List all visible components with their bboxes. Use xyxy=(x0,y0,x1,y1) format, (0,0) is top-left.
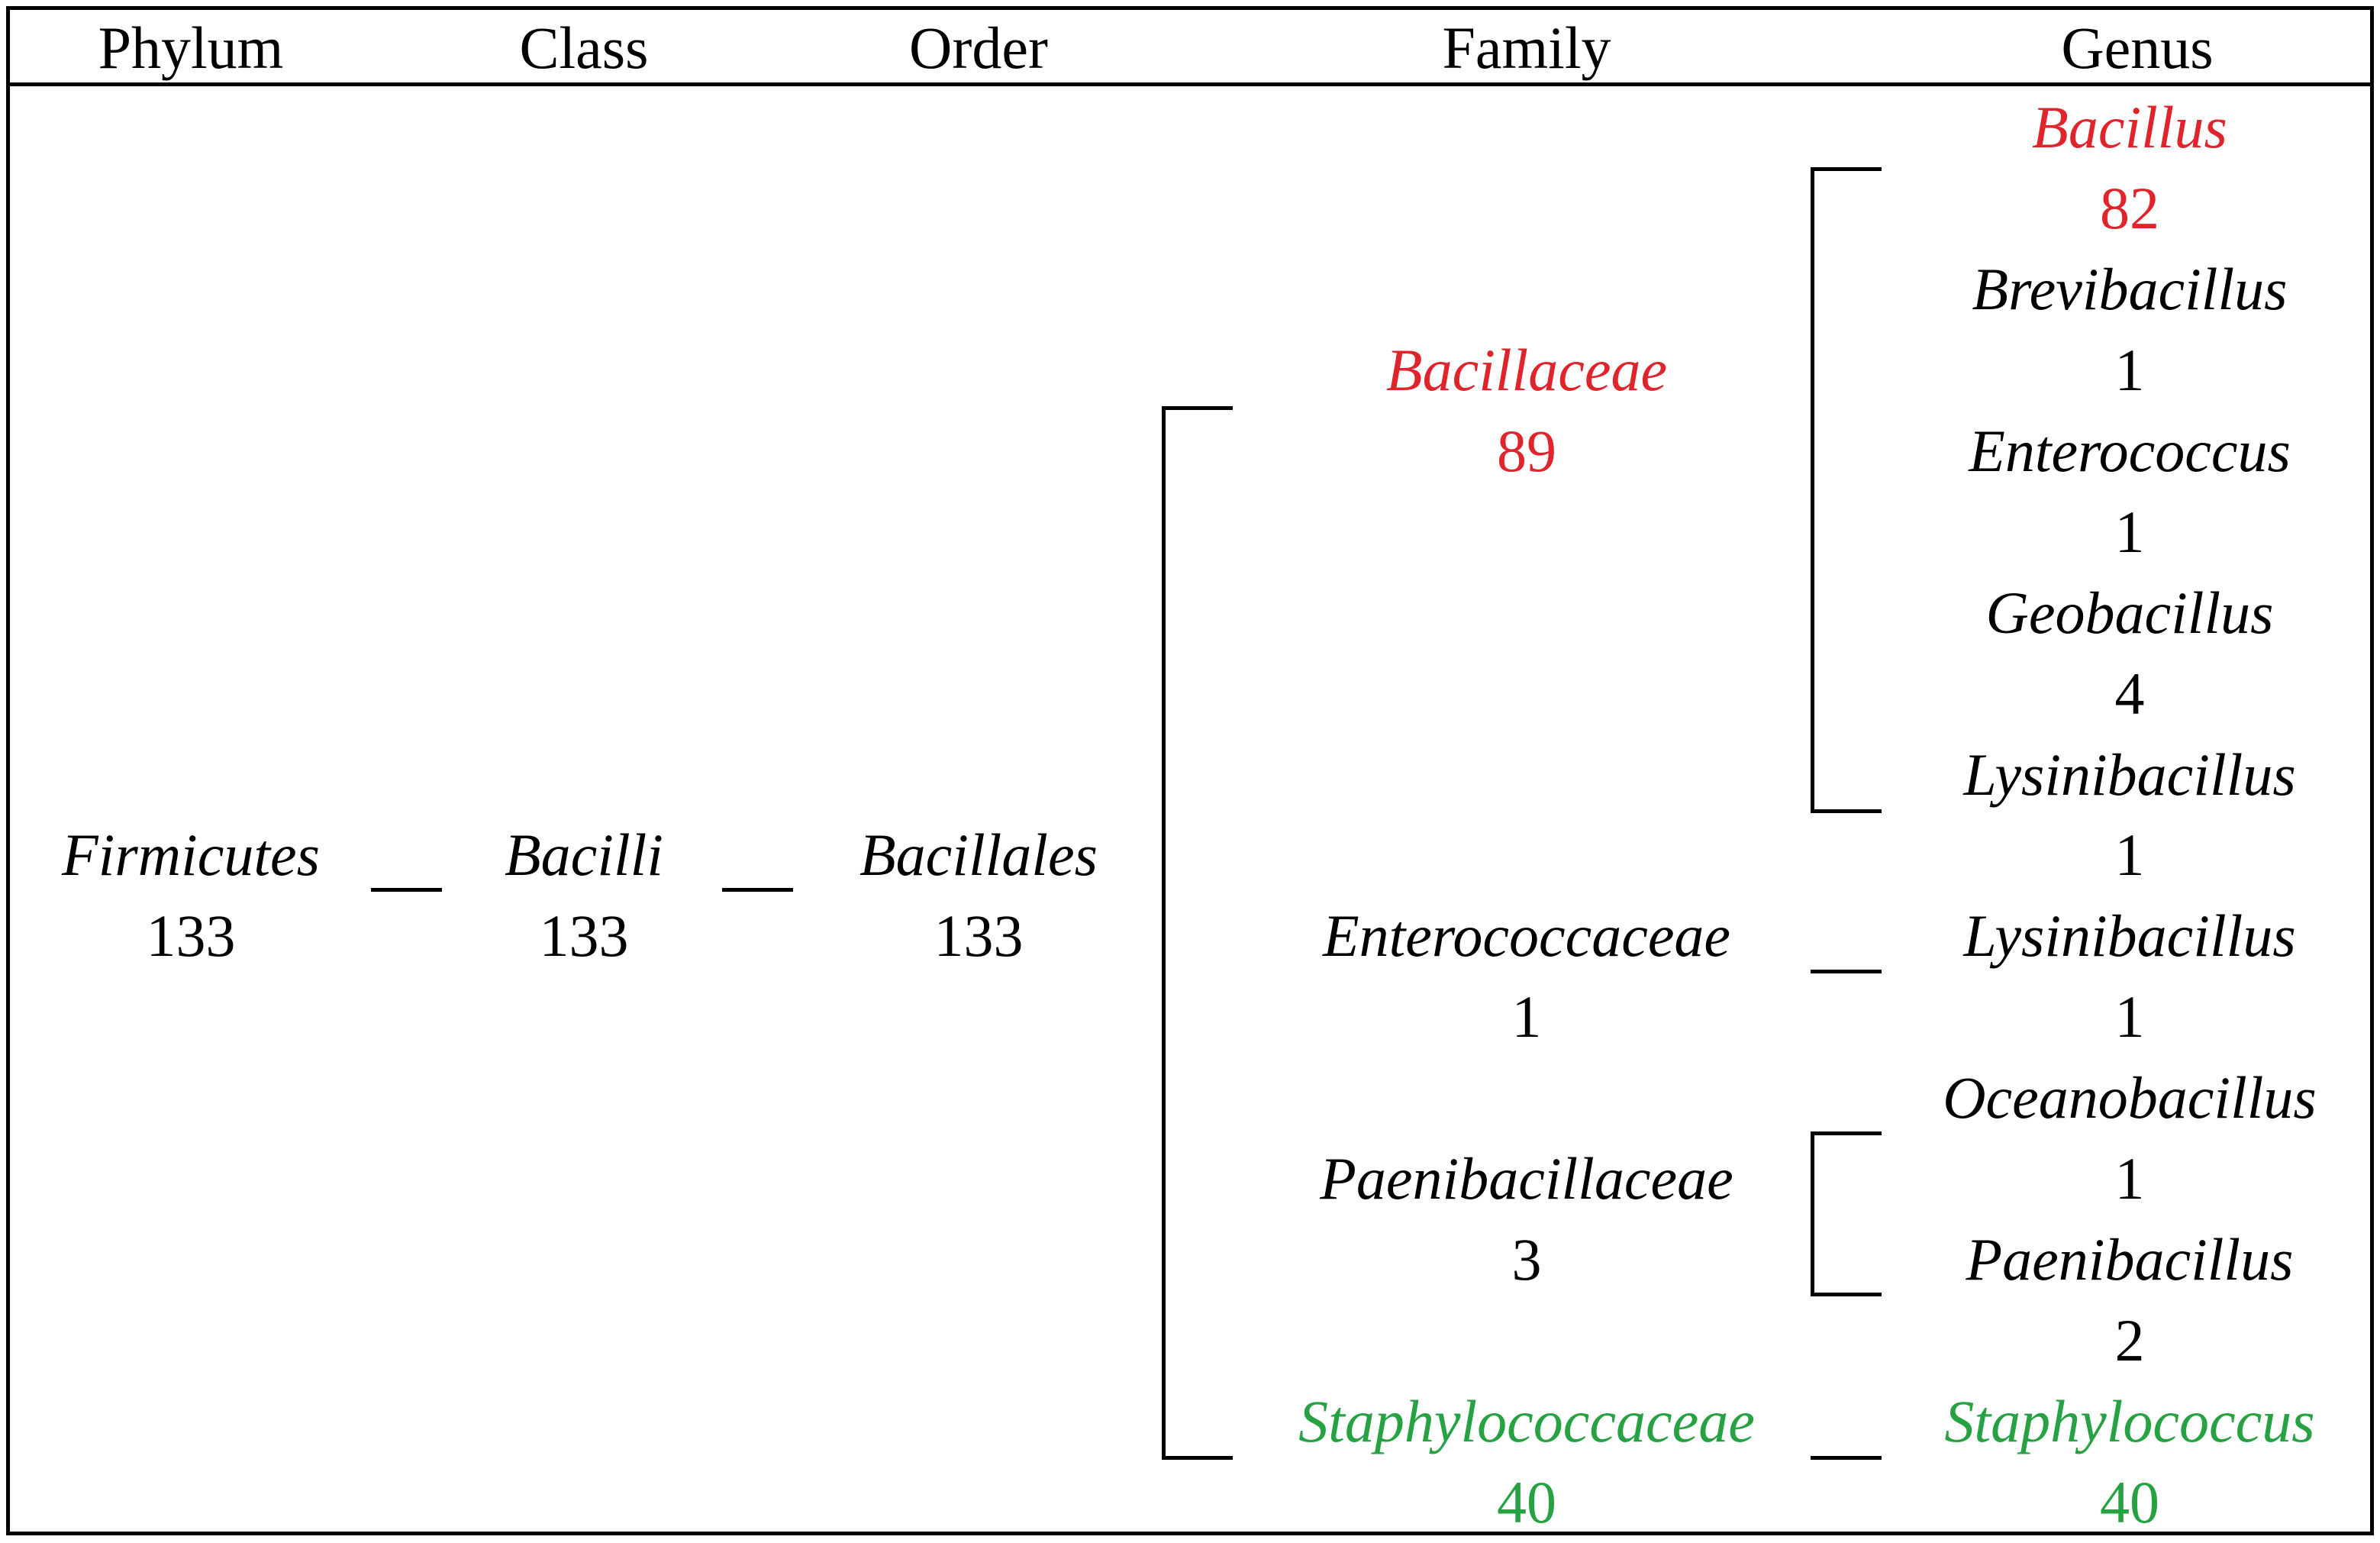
header-class: Class xyxy=(519,15,649,81)
table-frame xyxy=(6,6,2374,1535)
class-count: 133 xyxy=(539,902,629,969)
bracket-bacillaceae-bottom xyxy=(1811,809,1882,813)
connector-staphylococcaceae xyxy=(1811,1456,1882,1460)
genus-name-lysinibacillus-1: Lysinibacillus xyxy=(1963,741,2296,808)
family-name-staphylococcaceae: Staphylococcaceae xyxy=(1298,1388,1755,1454)
bracket-paenibacillaceae-vertical xyxy=(1811,1131,1814,1296)
genus-name-geobacillus: Geobacillus xyxy=(1985,579,2274,646)
genus-name-staphylococcus: Staphylococcus xyxy=(1944,1388,2315,1454)
genus-name-lysinibacillus-2: Lysinibacillus xyxy=(1963,902,2296,969)
genus-count-geobacillus: 4 xyxy=(2114,660,2145,727)
family-count-bacillaceae: 89 xyxy=(1497,418,1556,484)
genus-count-staphylococcus: 40 xyxy=(2100,1469,2159,1535)
connector-enterococcaceae xyxy=(1811,970,1882,973)
header-family: Family xyxy=(1442,15,1611,81)
header-order: Order xyxy=(909,15,1048,81)
bracket-order-families-bottom xyxy=(1162,1456,1233,1460)
family-name-paenibacillaceae: Paenibacillaceae xyxy=(1320,1145,1733,1212)
phylum-count: 133 xyxy=(146,902,236,969)
family-count-enterococcaceae: 1 xyxy=(1511,983,1542,1050)
connector-class-order xyxy=(722,888,793,892)
genus-count-paenibacillus: 2 xyxy=(2114,1307,2145,1374)
bracket-order-families-vertical xyxy=(1162,406,1166,1460)
family-count-staphylococcaceae: 40 xyxy=(1497,1469,1556,1535)
header-genus: Genus xyxy=(2061,15,2214,81)
header-phylum: Phylum xyxy=(98,15,284,81)
phylum-name: Firmicutes xyxy=(62,822,320,888)
genus-name-brevibacillus: Brevibacillus xyxy=(1972,256,2288,322)
order-count: 133 xyxy=(934,902,1024,969)
bracket-order-families-top xyxy=(1162,406,1233,410)
header-divider xyxy=(6,82,2374,86)
bracket-bacillaceae-top xyxy=(1811,167,1882,171)
class-name: Bacilli xyxy=(505,822,663,888)
family-name-bacillaceae: Bacillaceae xyxy=(1385,337,1668,403)
family-name-enterococcaceae: Enterococcaceae xyxy=(1322,902,1731,969)
genus-name-oceanobacillus: Oceanobacillus xyxy=(1943,1064,2317,1131)
genus-name-bacillus: Bacillus xyxy=(2032,94,2227,160)
connector-phylum-class xyxy=(371,888,442,892)
bracket-paenibacillaceae-bottom xyxy=(1811,1293,1882,1296)
genus-count-lysinibacillus-1: 1 xyxy=(2114,822,2145,888)
genus-count-brevibacillus: 1 xyxy=(2114,337,2145,403)
genus-name-paenibacillus: Paenibacillus xyxy=(1966,1226,2294,1293)
order-name: Bacillales xyxy=(859,822,1098,888)
family-count-paenibacillaceae: 3 xyxy=(1511,1226,1542,1293)
bracket-bacillaceae-vertical xyxy=(1811,167,1814,813)
genus-count-lysinibacillus-2: 1 xyxy=(2114,983,2145,1050)
genus-count-oceanobacillus: 1 xyxy=(2114,1145,2145,1212)
genus-count-bacillus: 82 xyxy=(2100,175,2159,241)
genus-name-enterococcus: Enterococcus xyxy=(1969,418,2291,484)
genus-count-enterococcus: 1 xyxy=(2114,499,2145,565)
bracket-paenibacillaceae-top xyxy=(1811,1131,1882,1135)
